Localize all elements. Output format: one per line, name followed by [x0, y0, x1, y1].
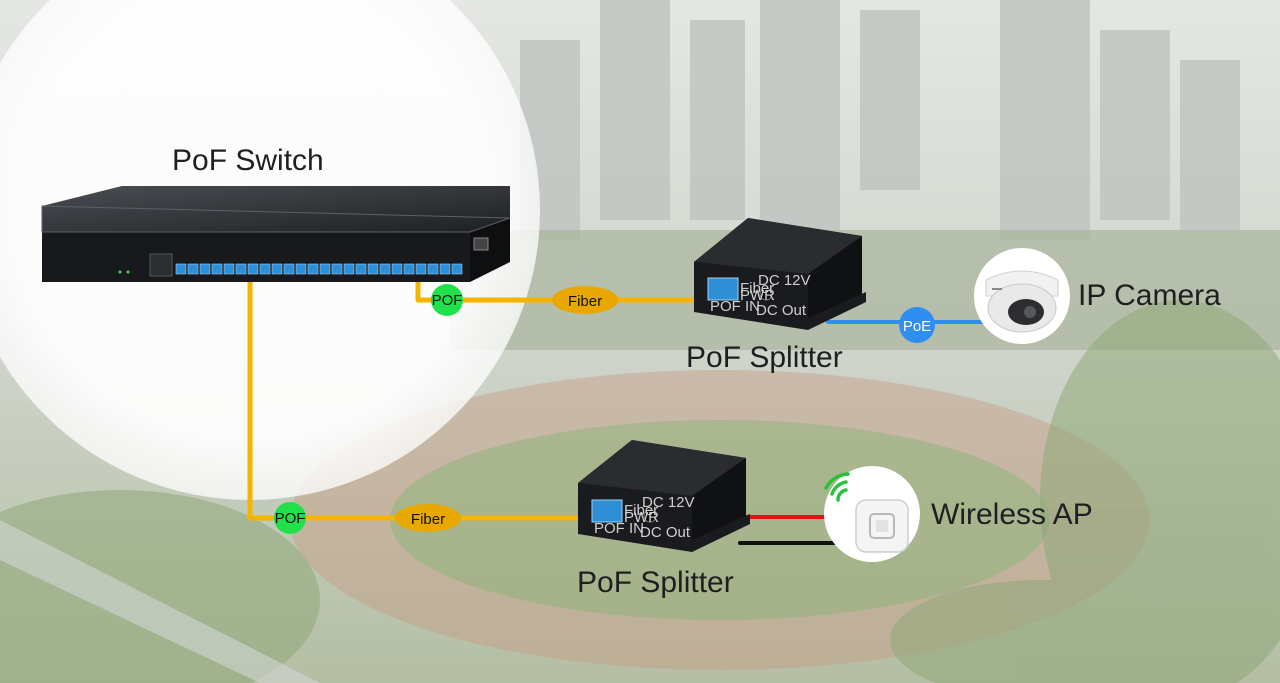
- wireless-ap-icon: [824, 466, 920, 562]
- switch-port: [175, 263, 187, 275]
- switch-port: [331, 263, 343, 275]
- switch-port: [355, 263, 367, 275]
- switch-port: [439, 263, 451, 275]
- pof-switch-icon: [41, 186, 511, 282]
- svg-text:POF: POF: [275, 510, 306, 527]
- svg-text:Fiber: Fiber: [411, 511, 445, 528]
- switch-port: [391, 263, 403, 275]
- switch-port: [187, 263, 199, 275]
- splitter-top-pof-in: POF IN: [710, 298, 760, 315]
- switch-port: [367, 263, 379, 275]
- switch-port: [271, 263, 283, 275]
- switch-port: [403, 263, 415, 275]
- switch-port: [211, 263, 223, 275]
- switch-port: [295, 263, 307, 275]
- switch-port: [199, 263, 211, 275]
- pof-splitter-top-label: PoF Splitter: [686, 341, 843, 374]
- switch-port: [223, 263, 235, 275]
- fiber-line-bottom: [247, 265, 581, 521]
- wireless-ap-label: Wireless AP: [931, 498, 1093, 531]
- splitter-top-pwr: PWR: [740, 287, 775, 304]
- switch-port-row: [175, 263, 463, 275]
- svg-text:Fiber: Fiber: [568, 293, 602, 310]
- splitter-bottom-dc-out: DC Out: [640, 524, 691, 541]
- splitter-bottom-dc-12v: DC 12V: [642, 494, 695, 511]
- poe-badge: PoE: [899, 307, 935, 343]
- svg-text:POF: POF: [432, 292, 463, 309]
- pof-switch-label: PoF Switch: [172, 144, 324, 177]
- pof-badge-bottom: POF: [274, 502, 306, 534]
- switch-port: [427, 263, 439, 275]
- pof-splitter-icon: POF IN DC Out DC 12V Fiber PWR: [694, 218, 866, 330]
- fiber-badge-top: Fiber: [552, 286, 618, 314]
- switch-port: [343, 263, 355, 275]
- splitter-bottom-pof-in: POF IN: [594, 520, 644, 537]
- splitter-bottom-pwr: PWR: [624, 509, 659, 526]
- ip-camera-icon: [974, 248, 1070, 344]
- switch-port: [415, 263, 427, 275]
- switch-port: [451, 263, 463, 275]
- splitter-top-dc-out: DC Out: [756, 302, 807, 319]
- switch-port: [283, 263, 295, 275]
- switch-port: [235, 263, 247, 275]
- pof-splitter-bottom-label: PoF Splitter: [577, 566, 734, 599]
- switch-port: [259, 263, 271, 275]
- fiber-badge-bottom: Fiber: [395, 504, 461, 532]
- splitter-top-fiber: Fiber: [740, 280, 774, 297]
- svg-text:PoE: PoE: [903, 318, 931, 335]
- pof-badge-top: POF: [431, 284, 463, 316]
- wifi-icon: [824, 472, 850, 502]
- switch-port: [307, 263, 319, 275]
- switch-port: [247, 263, 259, 275]
- switch-port: [379, 263, 391, 275]
- pof-splitter-icon: POF IN DC Out DC 12V Fiber PWR: [578, 440, 750, 552]
- switch-port: [319, 263, 331, 275]
- ip-camera-label: IP Camera: [1078, 279, 1221, 312]
- splitter-bottom-fiber: Fiber: [624, 502, 658, 519]
- splitter-top-dc-12v: DC 12V: [758, 272, 811, 289]
